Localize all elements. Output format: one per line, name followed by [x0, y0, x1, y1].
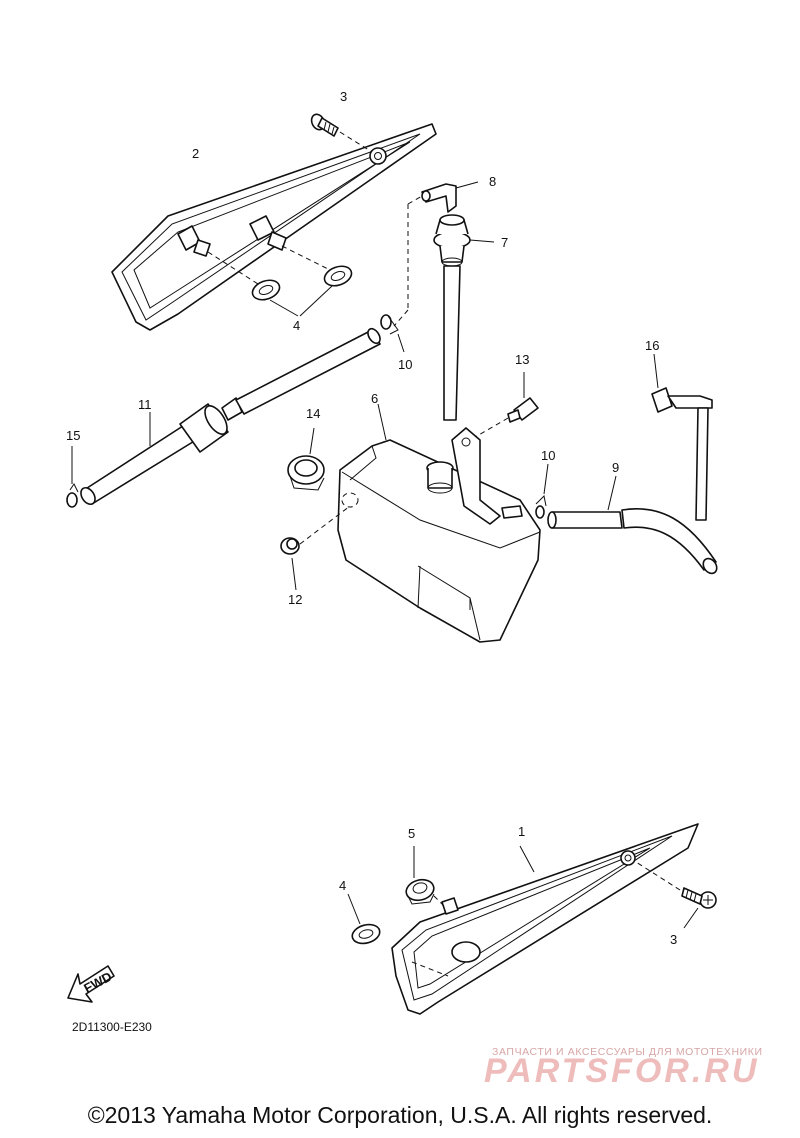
side-cover-right-part-1 [391, 823, 699, 1015]
callout-10-top: 10 [398, 357, 412, 372]
watermark-tagline: ЗАПЧАСТИ И АКСЕССУАРЫ ДЛЯ МОТОТЕХНИКИ [492, 1046, 763, 1058]
callout-3-lower: 3 [670, 932, 677, 947]
watermark-logo: PARTSFOR.RU [484, 1052, 760, 1090]
grommet-part-4-lower [347, 893, 381, 945]
clamp-part-10-top [380, 314, 405, 353]
reservoir-tank-part-6 [299, 403, 541, 643]
callout-9: 9 [612, 460, 619, 475]
side-cover-left-part-2 [111, 123, 437, 331]
bracket-part-16 [651, 353, 713, 521]
callout-6: 6 [371, 391, 378, 406]
callout-15: 15 [66, 428, 80, 443]
callout-1: 1 [518, 824, 525, 839]
collar-part-12 [280, 537, 300, 591]
forward-direction-arrow-icon: FWD [67, 965, 115, 1003]
copyright-notice: ©2013 Yamaha Motor Corporation, U.S.A. A… [87, 1102, 713, 1128]
callout-2: 2 [192, 146, 199, 161]
callout-7: 7 [501, 235, 508, 250]
callout-5: 5 [408, 826, 415, 841]
breather-hose [393, 195, 461, 421]
grommet-part-5 [405, 846, 445, 907]
fwd-label: FWD [81, 969, 114, 996]
grommets-part-4-top [207, 245, 353, 317]
callout-16: 16 [645, 338, 659, 353]
callout-3-top: 3 [340, 89, 347, 104]
callout-12: 12 [288, 592, 302, 607]
callout-13: 13 [515, 352, 529, 367]
callout-4-lower: 4 [339, 878, 346, 893]
callout-14: 14 [306, 406, 320, 421]
clamp-part-10-right [535, 463, 549, 519]
callout-11: 11 [138, 397, 152, 412]
fitting-part-8 [421, 181, 479, 213]
clamp-part-15 [66, 446, 79, 508]
callout-8: 8 [489, 174, 496, 189]
hose-part-9 [547, 475, 718, 575]
bolt-part-13 [469, 372, 539, 441]
callout-10-right: 10 [541, 448, 555, 463]
callout-4-top: 4 [293, 318, 300, 333]
filler-cap-part-7 [433, 214, 495, 267]
grommet-part-14 [287, 427, 325, 491]
diagram-code: 2D11300-E230 [72, 1020, 152, 1034]
screw-part-3-top [310, 113, 373, 153]
screw-part-3-lower [635, 861, 717, 929]
hose-part-11 [80, 327, 381, 506]
